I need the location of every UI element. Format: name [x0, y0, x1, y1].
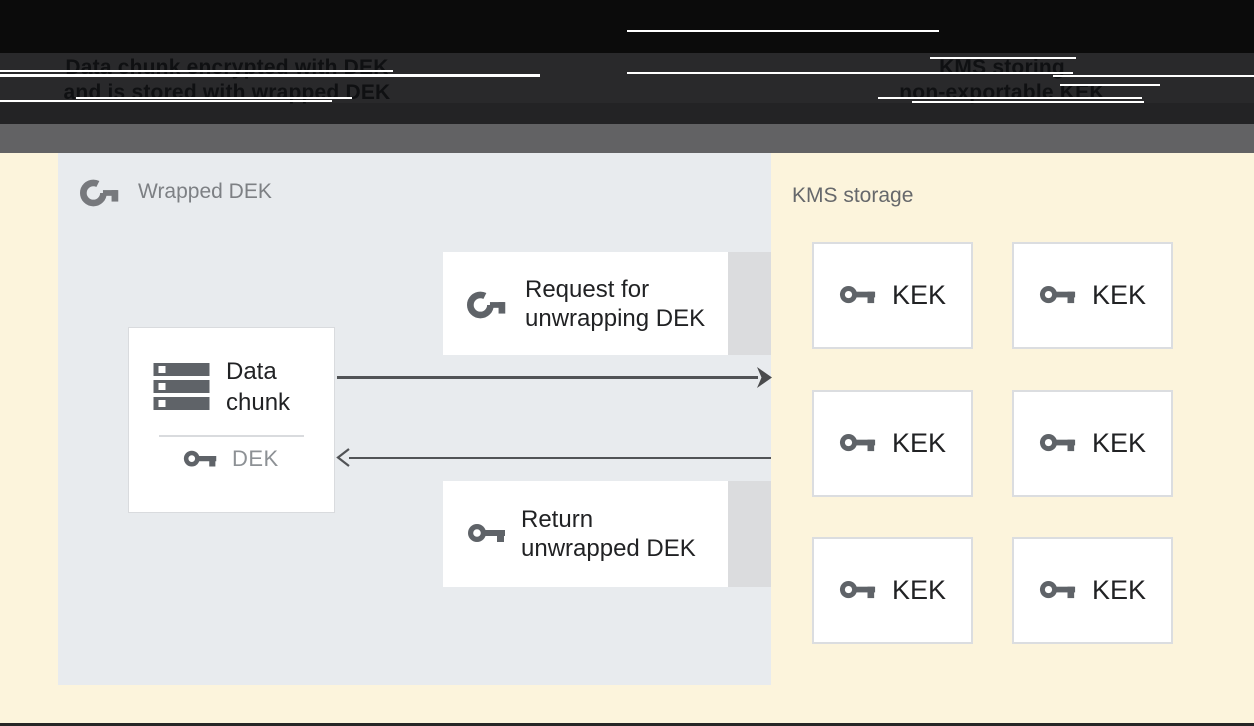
kek-box: KEK	[1012, 537, 1173, 644]
kek-label: KEK	[891, 575, 947, 605]
request-unwrapping-dek-box: Request for unwrapping DEK	[443, 252, 728, 355]
kek-box: KEK	[812, 390, 973, 497]
key-icon	[183, 450, 217, 466]
kek-box: KEK	[812, 242, 973, 349]
data-chunk-box: Data chunk DEK	[128, 327, 335, 513]
glitch-line	[76, 97, 352, 99]
wrapped-key-icon	[467, 286, 511, 322]
return-box-text: Return unwrapped DEK	[521, 506, 696, 562]
kek-label: KEK	[1091, 280, 1147, 310]
request-arrow-line	[337, 376, 758, 379]
key-icon	[468, 524, 505, 542]
key-icon	[1039, 434, 1076, 452]
dek-label: DEK	[232, 446, 279, 471]
glitch-line	[0, 70, 393, 72]
key-icon	[1039, 581, 1076, 599]
kms-storage-label: KMS storage	[792, 184, 913, 208]
kek-label: KEK	[891, 428, 947, 458]
glitch-line	[627, 72, 1073, 74]
kek-box: KEK	[1012, 390, 1173, 497]
kek-label: KEK	[891, 280, 947, 310]
kek-label: KEK	[1091, 428, 1147, 458]
key-icon	[839, 286, 876, 304]
glitch-line	[912, 101, 1144, 103]
header-caption-band	[0, 53, 1254, 103]
data-chunk-title: Data chunk	[226, 358, 291, 416]
wrapped-dek-label-text: Wrapped DEK	[138, 180, 272, 203]
header-black-band	[0, 0, 1254, 53]
glitch-line	[0, 74, 540, 77]
header-gray-band	[0, 124, 1254, 153]
key-icon	[839, 581, 876, 599]
kek-box: KEK	[1012, 242, 1173, 349]
glitch-line	[0, 100, 332, 102]
glitch-line	[1060, 84, 1160, 86]
arrow-right-head	[757, 367, 772, 388]
data-chunk-row: Data chunk	[153, 356, 290, 418]
bottom-border	[0, 723, 1254, 726]
kek-box: KEK	[812, 537, 973, 644]
divider	[159, 435, 304, 437]
request-box-text: Request for unwrapping DEK	[525, 275, 706, 332]
return-box-shadow	[728, 481, 771, 587]
key-icon	[839, 434, 876, 452]
header-dark-band	[0, 103, 1254, 124]
return-arrow-line	[349, 457, 771, 459]
dek-row: DEK	[183, 446, 279, 472]
glitch-line	[878, 97, 1142, 99]
wrapped-key-icon	[80, 175, 124, 209]
kek-label: KEK	[1091, 575, 1147, 605]
caption-line: Data chunk encrypted with DEK	[65, 56, 389, 79]
kms-storage-label-text: KMS storage	[792, 184, 914, 207]
data-chunk-icon	[153, 363, 210, 410]
glitch-line	[1053, 75, 1254, 77]
wrapped-dek-label: Wrapped DEK	[80, 175, 272, 209]
return-unwrapped-dek-box: Return unwrapped DEK	[443, 481, 728, 587]
key-icon	[1039, 286, 1076, 304]
glitch-line	[627, 30, 939, 32]
arrow-left-head	[336, 448, 350, 467]
request-box-shadow	[728, 252, 771, 355]
glitch-line	[930, 57, 1076, 59]
